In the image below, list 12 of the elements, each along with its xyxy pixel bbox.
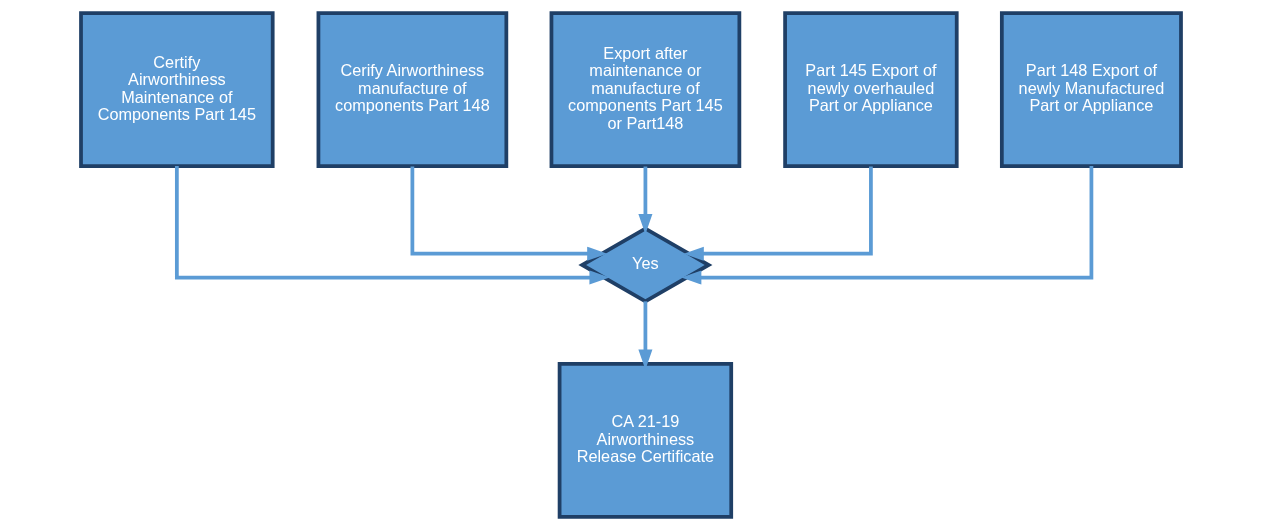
arrow	[410, 166, 608, 261]
node-box: Part 148 Export of newly Manufactured Part or Appliance	[999, 11, 1183, 168]
node-box: Export after maintenance or manufacture of components Part 145 or Part148	[549, 11, 742, 168]
node-box: Certify Airworthiness Maintenance of Components Part 145	[79, 11, 275, 168]
arrow	[681, 166, 1094, 285]
node-box: Cerify Airworthiness manufacture of components Part 148	[316, 11, 509, 168]
node-box: Part 145 Export of newly overhauled Part or Appliance	[783, 11, 959, 168]
arrow	[683, 166, 873, 261]
arrow	[174, 166, 610, 285]
arrow	[638, 166, 653, 235]
node-box: CA 21-19 Airworthiness Release Certificate	[557, 362, 734, 519]
node-diamond: Yes	[578, 226, 713, 304]
